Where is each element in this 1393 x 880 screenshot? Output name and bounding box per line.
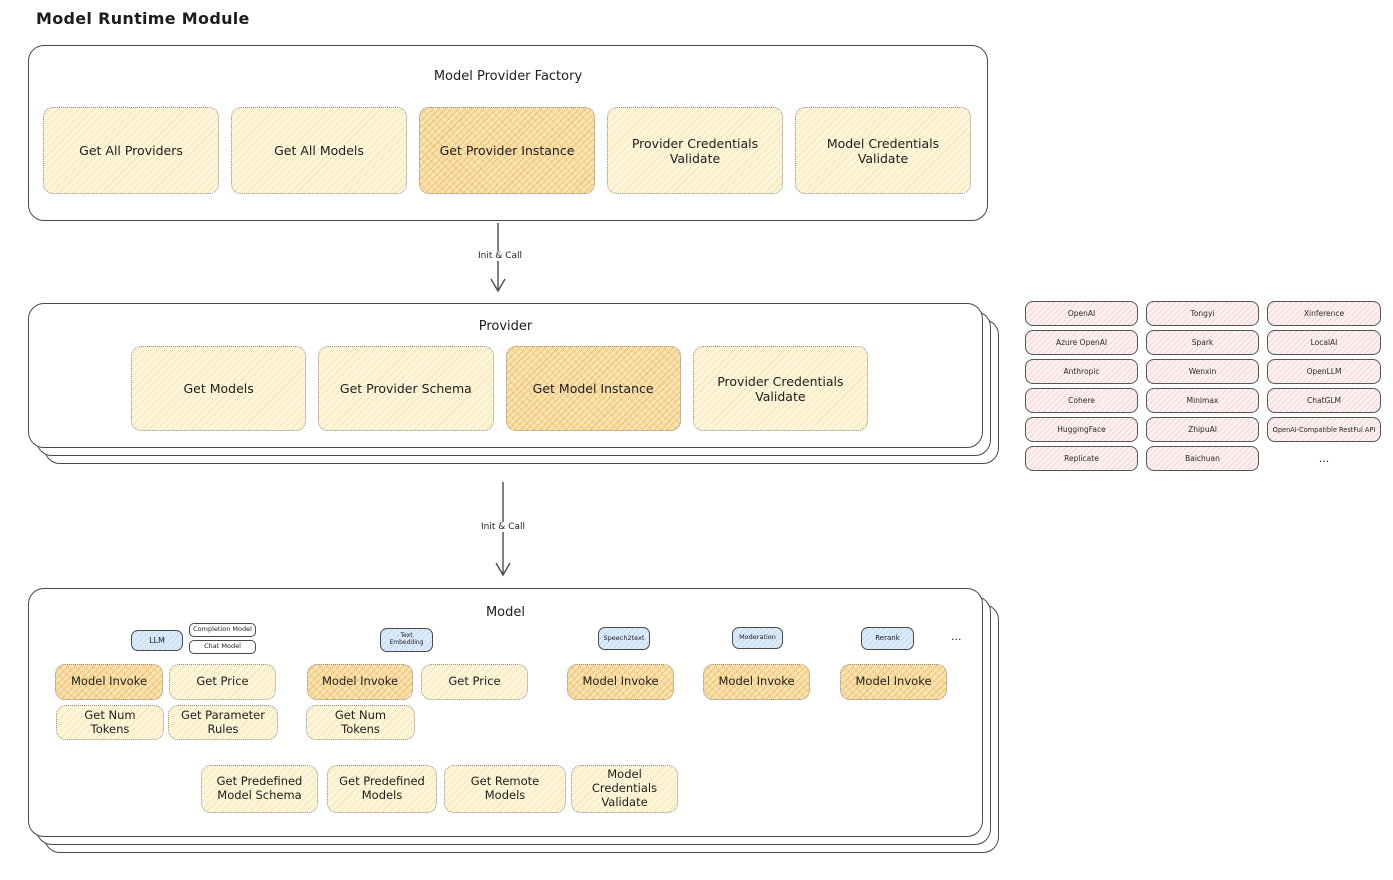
factory-title: Model Provider Factory xyxy=(433,69,583,84)
provider-get-model-instance: Get Model Instance xyxy=(505,346,681,431)
tab-llm: LLM xyxy=(131,630,183,651)
provider-item-cohere: Cohere xyxy=(1025,388,1138,413)
get-remote-models: Get Remote Models xyxy=(444,765,566,813)
provider-box: Provider Get Models Get Provider Schema … xyxy=(28,303,983,448)
get-predefined-models: Get Predefined Models xyxy=(327,765,437,813)
factory-get-all-models: Get All Models xyxy=(231,107,407,194)
arrow1-label: Init & Call xyxy=(475,251,525,261)
model-title: Model xyxy=(485,605,526,620)
tab-rerank: Rerank xyxy=(861,627,914,650)
provider-item-huggingface: HuggingFace xyxy=(1025,417,1138,442)
page-title: Model Runtime Module xyxy=(36,9,250,28)
get-predefined-model-schema: Get Predefined Model Schema xyxy=(201,765,318,813)
tab-text-embedding: Text Embedding xyxy=(380,628,433,652)
factory-function-row: Get All Providers Get All Models Get Pro… xyxy=(43,107,971,194)
provider-title: Provider xyxy=(478,319,533,334)
provider-list-ellipsis: ... xyxy=(1318,452,1330,465)
moderation-model-invoke: Model Invoke xyxy=(703,664,810,700)
factory-box: Model Provider Factory Get All Providers… xyxy=(28,45,988,221)
provider-item-wenxin: Wenxin xyxy=(1146,359,1259,384)
factory-get-all-providers: Get All Providers xyxy=(43,107,219,194)
provider-item-tongyi: Tongyi xyxy=(1146,301,1259,326)
llm-model-invoke: Model Invoke xyxy=(55,664,163,700)
provider-item-baichuan: Baichuan xyxy=(1146,446,1259,471)
model-box: Model LLM Completion Model Chat Model Te… xyxy=(28,588,983,837)
provider-item-openai-compatible-restful-api: OpenAI-Compatible RestFul API xyxy=(1267,417,1381,442)
factory-model-credentials-validate: Model Credentials Validate xyxy=(795,107,971,194)
tab-completion-model: Completion Model xyxy=(189,623,256,637)
tab-chat-model: Chat Model xyxy=(189,640,256,654)
provider-get-models: Get Models xyxy=(131,346,307,431)
provider-item-openai: OpenAI xyxy=(1025,301,1138,326)
factory-get-provider-instance: Get Provider Instance xyxy=(419,107,595,194)
factory-provider-credentials-validate: Provider Credentials Validate xyxy=(607,107,783,194)
provider-item-chatglm: ChatGLM xyxy=(1267,388,1381,413)
provider-item-spark: Spark xyxy=(1146,330,1259,355)
llm-get-num-tokens: Get Num Tokens xyxy=(56,705,164,740)
tab-moderation: Moderation xyxy=(732,627,783,649)
provider-item-xinference: Xinference xyxy=(1267,301,1381,326)
provider-function-row: Get Models Get Provider Schema Get Model… xyxy=(131,346,868,431)
provider-item-anthropic: Anthropic xyxy=(1025,359,1138,384)
provider-item-minimax: Minimax xyxy=(1146,388,1259,413)
text-embedding-get-num-tokens: Get Num Tokens xyxy=(306,705,415,740)
text-embedding-model-invoke: Model Invoke xyxy=(307,664,413,700)
provider-item-azure-openai: Azure OpenAI xyxy=(1025,330,1138,355)
llm-get-price: Get Price xyxy=(169,664,276,700)
provider-item-zhipuai: ZhipuAI xyxy=(1146,417,1259,442)
text-embedding-get-price: Get Price xyxy=(421,664,528,700)
model-credentials-validate: Model Credentials Validate xyxy=(571,765,678,813)
provider-item-replicate: Replicate xyxy=(1025,446,1138,471)
tab-speech2text: Speech2text xyxy=(598,627,650,650)
speech2text-model-invoke: Model Invoke xyxy=(567,664,674,700)
provider-credentials-validate: Provider Credentials Validate xyxy=(692,346,868,431)
provider-get-provider-schema: Get Provider Schema xyxy=(318,346,494,431)
provider-list-grid: OpenAI Tongyi Xinference Azure OpenAI Sp… xyxy=(1025,301,1381,471)
rerank-model-invoke: Model Invoke xyxy=(840,664,947,700)
provider-item-localai: LocalAI xyxy=(1267,330,1381,355)
provider-item-openllm: OpenLLM xyxy=(1267,359,1381,384)
model-tabs-ellipsis: ... xyxy=(951,630,962,643)
llm-get-parameter-rules: Get Parameter Rules xyxy=(168,705,278,740)
arrow2-label: Init & Call xyxy=(478,522,528,532)
